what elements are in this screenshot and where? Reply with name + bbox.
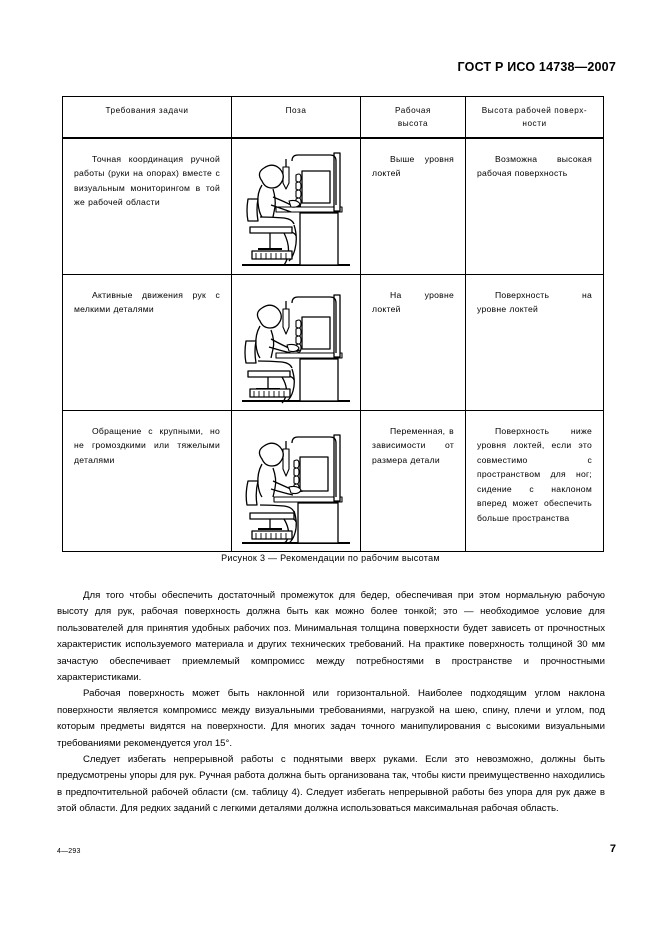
- standard-number-header: ГОСТ Р ИСО 14738—2007: [457, 60, 616, 74]
- seated-worker-high-bench-icon: [232, 145, 360, 269]
- surface-height-label-line1: Высота рабочей поверх-: [481, 106, 588, 115]
- surface-height-label-line2: ности: [522, 118, 547, 128]
- cell-pose: [231, 137, 361, 275]
- cell-pose: [231, 274, 361, 411]
- cell-working-height: На уровне локтей: [360, 274, 466, 411]
- cell-pose: [231, 410, 361, 552]
- table-row: Обращение с крупными, но не громоздкими …: [62, 410, 604, 552]
- seated-worker-elbow-level-bench-icon: [232, 281, 360, 405]
- cell-surface-height: Поверхность ниже уровня локтей, если это…: [465, 410, 604, 552]
- cell-requirements: Обращение с крупными, но не громоздкими …: [62, 410, 232, 552]
- column-header-working-height: Рабочая высота: [360, 96, 466, 139]
- table-row: Активные движения рук с мелкими деталями: [62, 274, 604, 411]
- recommendations-table: Требования задачи Поза Рабочая высота Вы…: [62, 96, 604, 552]
- working-height-label-line2: высота: [397, 118, 429, 128]
- cell-requirements: Активные движения рук с мелкими деталями: [62, 274, 232, 411]
- paragraph-3: Следует избегать непрерывной работы с по…: [57, 754, 605, 815]
- figure-caption: Рисунок 3 — Рекомендации по рабочим высо…: [221, 553, 440, 563]
- table-header-row: Требования задачи Поза Рабочая высота Вы…: [62, 96, 604, 139]
- cell-requirements: Точная координация ручной работы (руки н…: [62, 137, 232, 275]
- cell-surface-height: Поверхность на уровне локтей: [465, 274, 604, 411]
- body-text: Для того чтобы обеспечить достаточный пр…: [57, 588, 605, 818]
- column-header-requirements: Требования задачи: [62, 96, 232, 139]
- column-header-surface-height: Высота рабочей поверх- ности: [465, 96, 604, 139]
- cell-surface-height: Возможна высокая рабочая поверхность: [465, 137, 604, 275]
- column-header-pose: Поза: [231, 96, 361, 139]
- table-body: Точная координация ручной работы (руки н…: [62, 137, 604, 552]
- table-row: Точная координация ручной работы (руки н…: [62, 137, 604, 275]
- paragraph-1: Для того чтобы обеспечить достаточный пр…: [57, 590, 605, 684]
- cell-working-height: Выше уровня локтей: [360, 137, 466, 275]
- seated-worker-low-bench-icon: [232, 417, 360, 547]
- table-header: Требования задачи Поза Рабочая высота Вы…: [62, 96, 604, 139]
- footer-signature: 4—293: [57, 848, 81, 855]
- page-number: 7: [609, 843, 616, 855]
- working-height-label-line1: Рабочая: [395, 106, 431, 115]
- cell-working-height: Переменная, в зависимости от размера дет…: [360, 410, 466, 552]
- paragraph-2: Рабочая поверхность может быть наклонной…: [57, 688, 605, 749]
